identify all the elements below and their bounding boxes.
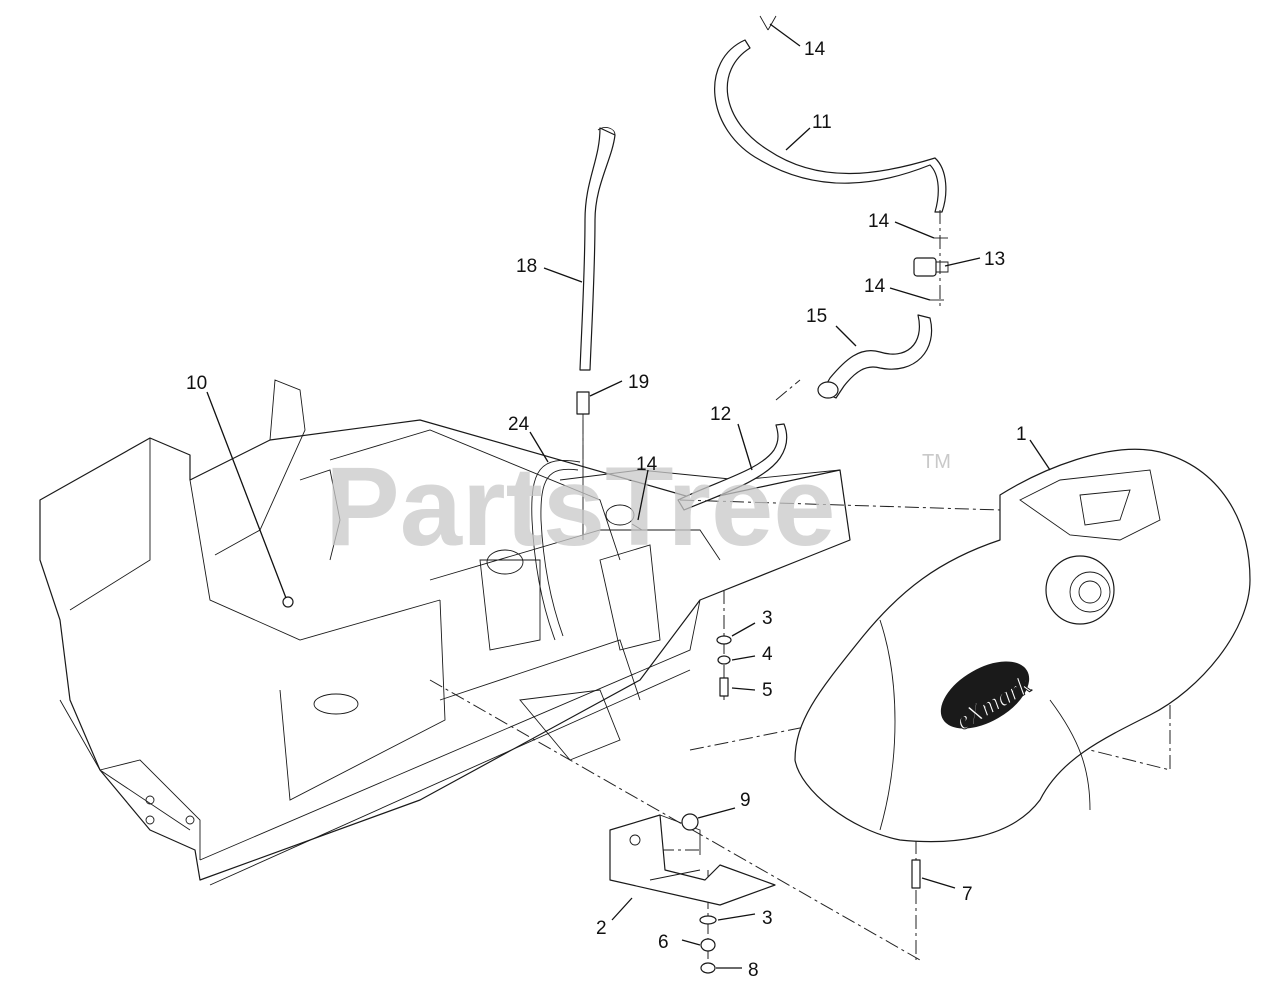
callout-3-lower: 3 — [762, 908, 773, 929]
watermark: PartsTree — [325, 444, 836, 569]
callout-1: 1 — [1016, 424, 1027, 445]
callout-2: 2 — [596, 918, 607, 939]
callout-14-upper: 14 — [868, 211, 890, 232]
callout-19: 19 — [628, 372, 649, 393]
callout-3-upper: 3 — [762, 608, 773, 629]
callout-13: 13 — [984, 249, 1005, 270]
callout-4: 4 — [762, 644, 773, 665]
callout-14-top: 14 — [804, 39, 826, 60]
callout-6: 6 — [658, 932, 669, 953]
fuel-filter-13 — [913, 257, 949, 277]
clamps-14 — [631, 15, 948, 531]
bracket-2 — [609, 814, 776, 906]
leader-lines — [206, 23, 1051, 969]
callout-5: 5 — [762, 680, 773, 701]
callout-8: 8 — [748, 960, 759, 981]
hose-18 — [579, 127, 616, 371]
callout-14-lower: 14 — [864, 276, 886, 297]
callout-15: 15 — [806, 306, 827, 327]
callout-12: 12 — [710, 404, 731, 425]
callout-7: 7 — [962, 884, 973, 905]
hose-15 — [817, 314, 933, 399]
fuel-tank: eXmark — [794, 448, 1251, 843]
hose-11 — [714, 39, 947, 213]
callout-9: 9 — [740, 790, 751, 811]
callout-18: 18 — [516, 256, 537, 277]
callout-14-frame: 14 — [636, 454, 658, 475]
hardware-stack — [681, 635, 921, 974]
hose-24 — [531, 459, 581, 641]
watermark-trademark: TM — [922, 451, 951, 473]
hose-12 — [677, 423, 788, 511]
fitting-19 — [576, 391, 590, 540]
callout-11: 11 — [812, 112, 832, 133]
callout-labels: 1 2 3 3 4 5 6 7 8 9 10 11 12 13 14 14 14… — [186, 39, 1027, 981]
callout-10: 10 — [186, 373, 207, 394]
callout-24: 24 — [508, 414, 530, 435]
mower-frame — [39, 379, 851, 886]
